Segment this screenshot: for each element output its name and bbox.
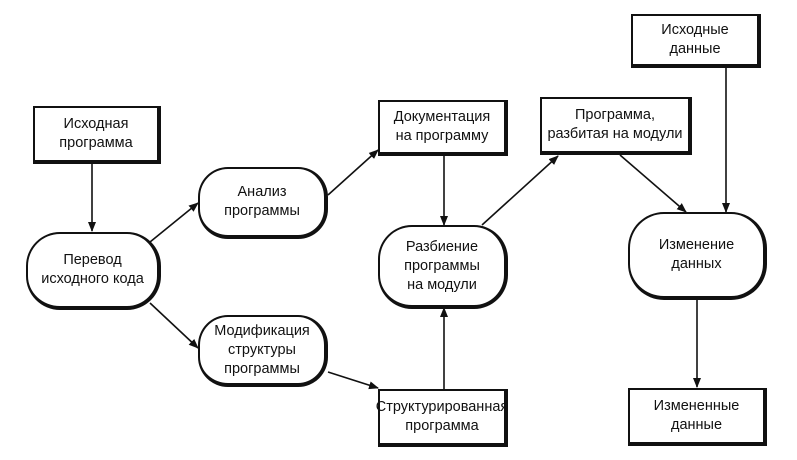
arrow-translation-to-analysis xyxy=(149,202,199,243)
arrow-modification-to-structured xyxy=(327,371,379,390)
source-data-label: Исходные данные xyxy=(661,22,729,57)
source-data-box: Исходные данные xyxy=(631,14,761,68)
changed-data-box: Измененные данные xyxy=(628,388,767,446)
arrow-analysis-to-documentation xyxy=(327,149,379,196)
modular-program-label: Программа, разбитая на модули xyxy=(547,107,683,142)
analysis-label: Анализ программы xyxy=(224,184,300,219)
changed-data-label: Измененные данные xyxy=(653,398,740,433)
arrow-translation-to-modification xyxy=(149,302,199,349)
arrow-modular-to-data-change xyxy=(619,154,687,213)
data-change-label: Изменение данных xyxy=(658,237,735,272)
structured-program-label: Структурированная программа xyxy=(375,399,509,434)
translation-label: Перевод исходного кода xyxy=(41,252,144,287)
partitioning-label: Разбиение программы на модули xyxy=(404,238,480,293)
modification-label: Модификация структуры программы xyxy=(214,322,310,377)
arrow-partitioning-to-modular xyxy=(481,155,559,226)
documentation-box: Документация на программу xyxy=(378,100,508,156)
partitioning-node: Разбиение программы на модули xyxy=(378,225,508,309)
data-change-node: Изменение данных xyxy=(628,212,767,300)
analysis-node: Анализ программы xyxy=(198,167,328,239)
modification-node: Модификация структуры программы xyxy=(198,315,328,387)
source-program-label: Исходная программа xyxy=(59,116,133,151)
modular-program-box: Программа, разбитая на модули xyxy=(540,97,692,155)
documentation-label: Документация на программу xyxy=(393,109,491,144)
structured-program-box: Структурированная программа xyxy=(375,389,509,447)
translation-node: Перевод исходного кода xyxy=(26,232,161,310)
source-program-box: Исходная программа xyxy=(33,106,161,164)
